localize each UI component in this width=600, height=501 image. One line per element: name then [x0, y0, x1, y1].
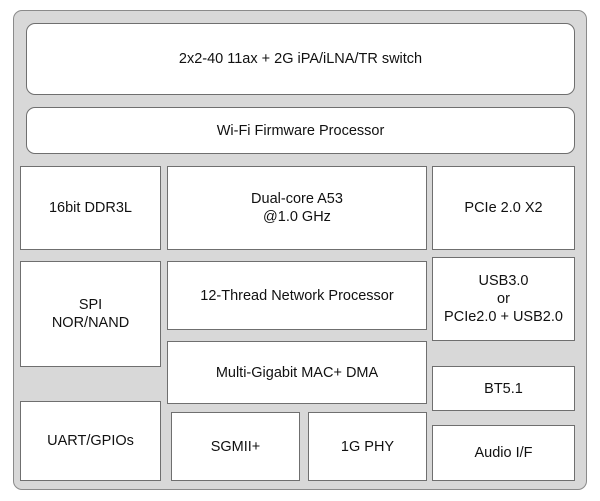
wifi-firmware-processor-block: Wi-Fi Firmware Processor [26, 107, 575, 154]
sgmii-block: SGMII+ [171, 412, 300, 481]
mac-dma-block: Multi-Gigabit MAC+ DMA [167, 341, 427, 404]
usb-block: USB3.0 or PCIe2.0 + USB2.0 [432, 257, 575, 341]
cpu-block: Dual-core A53 @1.0 GHz [167, 166, 427, 250]
bt-block: BT5.1 [432, 366, 575, 411]
audio-interface-block: Audio I/F [432, 425, 575, 481]
network-processor-block: 12-Thread Network Processor [167, 261, 427, 330]
rf-switch-block: 2x2-40 11ax + 2G iPA/iLNA/TR switch [26, 23, 575, 95]
spi-block: SPI NOR/NAND [20, 261, 161, 367]
ddr-block: 16bit DDR3L [20, 166, 161, 250]
uart-gpio-block: UART/GPIOs [20, 401, 161, 481]
phy-block: 1G PHY [308, 412, 427, 481]
pcie-block: PCIe 2.0 X2 [432, 166, 575, 250]
